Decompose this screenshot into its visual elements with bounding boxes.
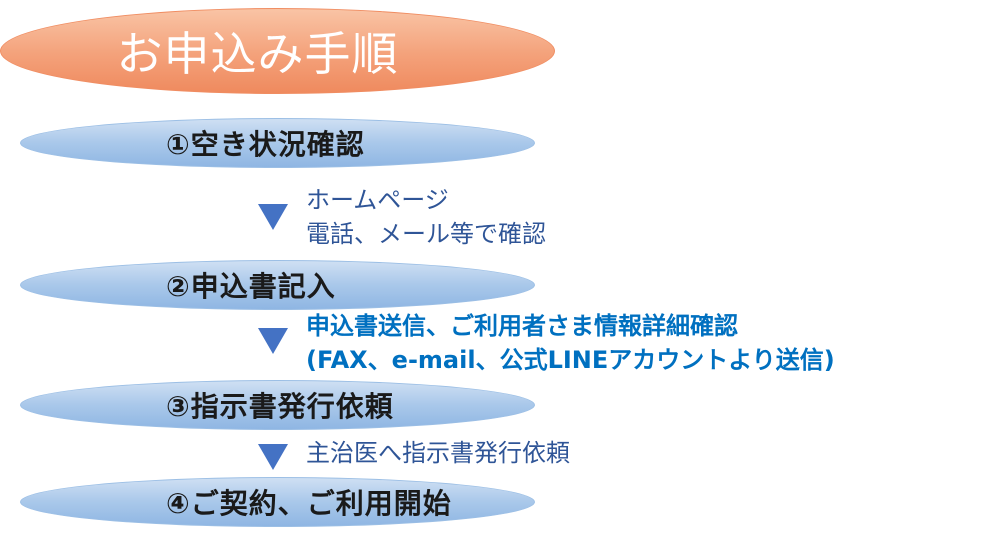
note-2-line-1: 申込書送信、ご利用者さま情報詳細確認: [306, 312, 738, 340]
down-arrow-icon: [258, 328, 288, 354]
note-2-line-2: (FAX、e-mail、公式LINEアカウントより送信): [306, 346, 835, 374]
page-title: お申込み手順: [116, 27, 399, 81]
step-2-label: ②申込書記入: [166, 270, 336, 303]
step-1-label: ①空き状況確認: [166, 128, 365, 161]
note-3: 主治医へ指示書発行依頼: [306, 436, 570, 470]
down-arrow-icon: [258, 204, 288, 230]
note-2: 申込書送信、ご利用者さま情報詳細確認 (FAX、e-mail、公式LINEアカウ…: [306, 309, 835, 377]
step-3-label: ③指示書発行依頼: [166, 390, 394, 423]
step-4-pill: ④ご契約、ご利用開始: [20, 477, 535, 527]
step-3-pill: ③指示書発行依頼: [20, 380, 535, 430]
step-2-pill: ②申込書記入: [20, 260, 535, 310]
note-3-line-1: 主治医へ指示書発行依頼: [306, 439, 570, 467]
note-1-line-2: 電話、メール等で確認: [306, 220, 546, 248]
down-arrow-icon: [258, 444, 288, 470]
step-4-label: ④ご契約、ご利用開始: [166, 487, 452, 520]
note-1-line-1: ホームページ: [306, 186, 449, 214]
title-banner: お申込み手順: [0, 8, 555, 94]
step-1-pill: ①空き状況確認: [20, 118, 535, 168]
note-1: ホームページ 電話、メール等で確認: [306, 183, 546, 251]
